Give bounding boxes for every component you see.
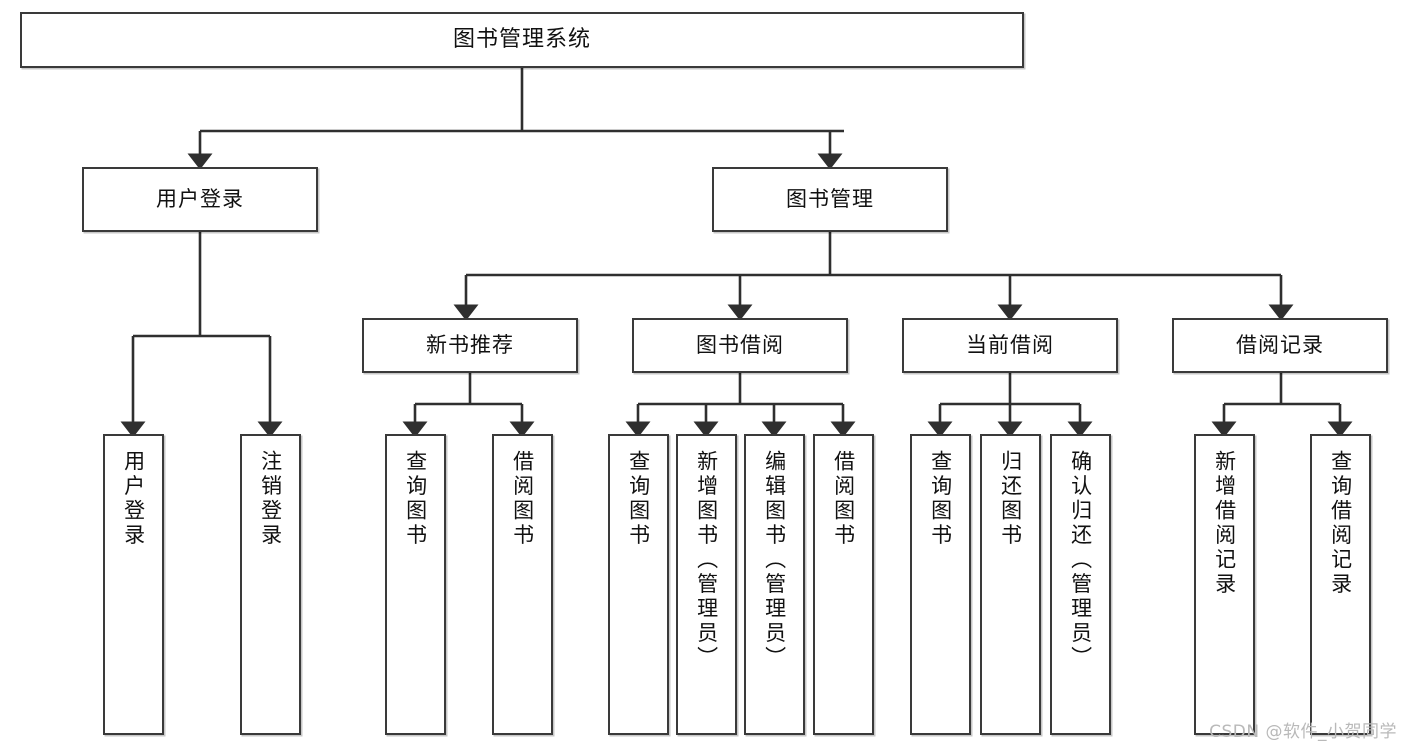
node-leaf-borrow-book-1-label: 借阅图书 [510, 450, 535, 548]
node-leaf-logout-label: 注销登录 [258, 450, 283, 548]
node-book-borrow-label: 图书借阅 [696, 333, 784, 358]
node-borrow-record[interactable]: 借阅记录 [1172, 318, 1388, 373]
node-leaf-confirm-return-label: 确认归还（管理员） [1068, 450, 1093, 671]
node-book-manage[interactable]: 图书管理 [712, 167, 948, 232]
node-leaf-return-book-label: 归还图书 [998, 450, 1023, 548]
node-leaf-borrow-book-2-label: 借阅图书 [831, 450, 856, 548]
node-leaf-return-book[interactable]: 归还图书 [980, 434, 1041, 735]
node-leaf-add-book[interactable]: 新增图书（管理员） [676, 434, 737, 735]
node-book-borrow[interactable]: 图书借阅 [632, 318, 848, 373]
node-user-login-label: 用户登录 [156, 187, 244, 212]
node-leaf-query-book-2[interactable]: 查询图书 [608, 434, 669, 735]
node-book-manage-label: 图书管理 [786, 187, 874, 212]
node-leaf-add-record-label: 新增借阅记录 [1212, 450, 1237, 597]
node-user-login[interactable]: 用户登录 [82, 167, 318, 232]
node-current-borrow[interactable]: 当前借阅 [902, 318, 1118, 373]
node-leaf-query-book-3-label: 查询图书 [928, 450, 953, 548]
node-leaf-borrow-book-1[interactable]: 借阅图书 [492, 434, 553, 735]
node-leaf-edit-book-label: 编辑图书（管理员） [762, 450, 787, 671]
node-root-label: 图书管理系统 [452, 27, 591, 53]
node-new-book-recommend-label: 新书推荐 [426, 333, 514, 358]
node-leaf-query-book-2-label: 查询图书 [626, 450, 651, 548]
node-current-borrow-label: 当前借阅 [966, 333, 1054, 358]
node-leaf-query-book-1[interactable]: 查询图书 [385, 434, 446, 735]
node-borrow-record-label: 借阅记录 [1236, 333, 1324, 358]
node-leaf-logout[interactable]: 注销登录 [240, 434, 301, 735]
node-leaf-query-record-label: 查询借阅记录 [1328, 450, 1353, 597]
node-leaf-user-login-label: 用户登录 [121, 450, 146, 548]
node-leaf-add-book-label: 新增图书（管理员） [694, 450, 719, 671]
node-leaf-confirm-return[interactable]: 确认归还（管理员） [1050, 434, 1111, 735]
node-new-book-recommend[interactable]: 新书推荐 [362, 318, 578, 373]
node-root[interactable]: 图书管理系统 [20, 12, 1024, 68]
node-leaf-edit-book[interactable]: 编辑图书（管理员） [744, 434, 805, 735]
node-leaf-query-record[interactable]: 查询借阅记录 [1310, 434, 1371, 735]
node-leaf-query-book-1-label: 查询图书 [403, 450, 428, 548]
node-leaf-query-book-3[interactable]: 查询图书 [910, 434, 971, 735]
node-leaf-borrow-book-2[interactable]: 借阅图书 [813, 434, 874, 735]
node-leaf-add-record[interactable]: 新增借阅记录 [1194, 434, 1255, 735]
watermark: CSDN @软件_小贺同学 [1209, 722, 1397, 742]
node-leaf-user-login[interactable]: 用户登录 [103, 434, 164, 735]
